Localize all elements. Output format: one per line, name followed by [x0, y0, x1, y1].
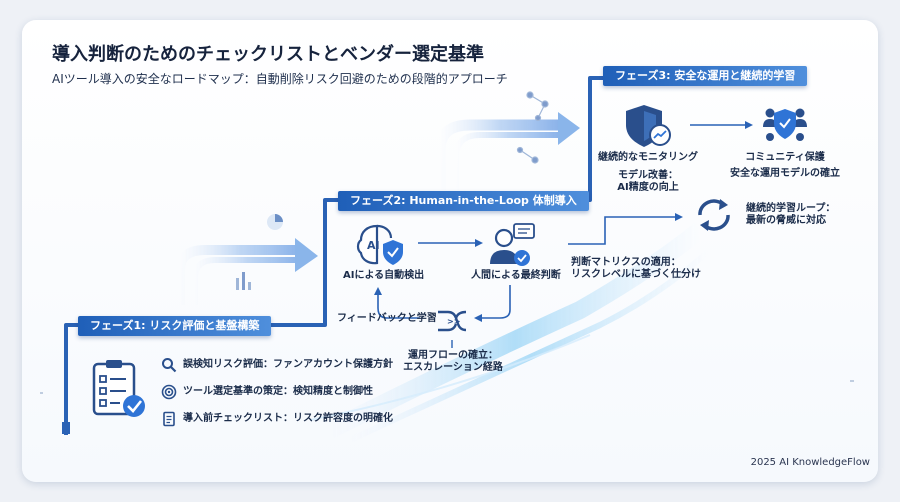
page-subtitle: AIツール導入の安全なロードマップ：自動削除リスク回避のための段階的アプローチ: [52, 72, 508, 86]
mini-bar-icon: [236, 272, 251, 290]
ai-brain-shield-icon: AI: [356, 224, 403, 265]
loop-label-line1: 継続的学習ループ：: [746, 203, 836, 214]
matrix-label-line2: リスクレベルに基づく仕分け: [571, 269, 701, 280]
feedback-label: フィードバックと学習: [337, 313, 437, 324]
svg-text:AI: AI: [367, 239, 380, 252]
refresh-loop-icon: [698, 199, 730, 231]
flow-arrows-icon: >>: [438, 310, 467, 332]
ai-detect-label: AIによる自動検出: [343, 270, 425, 281]
community-label-line2: 安全な運用モデルの確立: [730, 168, 840, 179]
phase1-item-criteria: ツール選定基準の策定：検知精度と制御性: [183, 386, 373, 397]
phase1-item-checklist: 導入前チェックリスト：リスク許容度の明確化: [183, 413, 393, 424]
document-icon: [163, 411, 175, 427]
footer-copyright: 2025 AI KnowledgeFlow: [750, 457, 870, 468]
flow-label-line2: エスカレーション経路: [403, 362, 503, 373]
network-nodes-icon: [516, 91, 549, 164]
phase3-banner: フェーズ3: 安全な運用と継続的学習: [603, 66, 808, 86]
page-title: 導入判断のためのチェックリストとベンダー選定基準: [52, 44, 484, 65]
matrix-label-line1: 判断マトリクスの適用：: [571, 257, 681, 268]
mini-pie-icon: [267, 214, 283, 230]
rising-arrow-2: [434, 112, 580, 190]
phase2-banner: フェーズ2: Human-in-the-Loop 体制導入: [338, 191, 589, 211]
magnifier-icon: [162, 358, 177, 373]
monitoring-label: 継続的なモニタリング: [598, 152, 698, 163]
phase1-item-risk: 誤検知リスク評価：ファンアカウント保護方針: [183, 359, 393, 370]
human-reviewer-icon: [490, 223, 535, 266]
human-judge-label: 人間による最終判断: [471, 270, 561, 281]
target-icon: [161, 384, 177, 400]
loop-label-line2: 最新の脅威に対応: [746, 215, 826, 226]
community-protection-icon: [763, 108, 807, 141]
svg-text:>>: >>: [447, 317, 460, 326]
staircase-path: [64, 76, 605, 435]
community-label-line1: コミュニティ保護: [745, 152, 825, 163]
model-label-line1: モデル改善：: [618, 170, 678, 181]
model-label-line2: AI精度の向上: [617, 182, 679, 193]
monitoring-shield-icon: [626, 105, 671, 147]
checklist-clipboard-icon: [92, 360, 145, 417]
phase1-banner: フェーズ1: リスク評価と基盤構築: [78, 316, 272, 336]
light-wave: [309, 222, 713, 443]
flow-label-line1: 運用フローの確立：: [408, 350, 498, 361]
rising-arrow-1: [175, 238, 318, 305]
infographic-card: [22, 20, 878, 482]
